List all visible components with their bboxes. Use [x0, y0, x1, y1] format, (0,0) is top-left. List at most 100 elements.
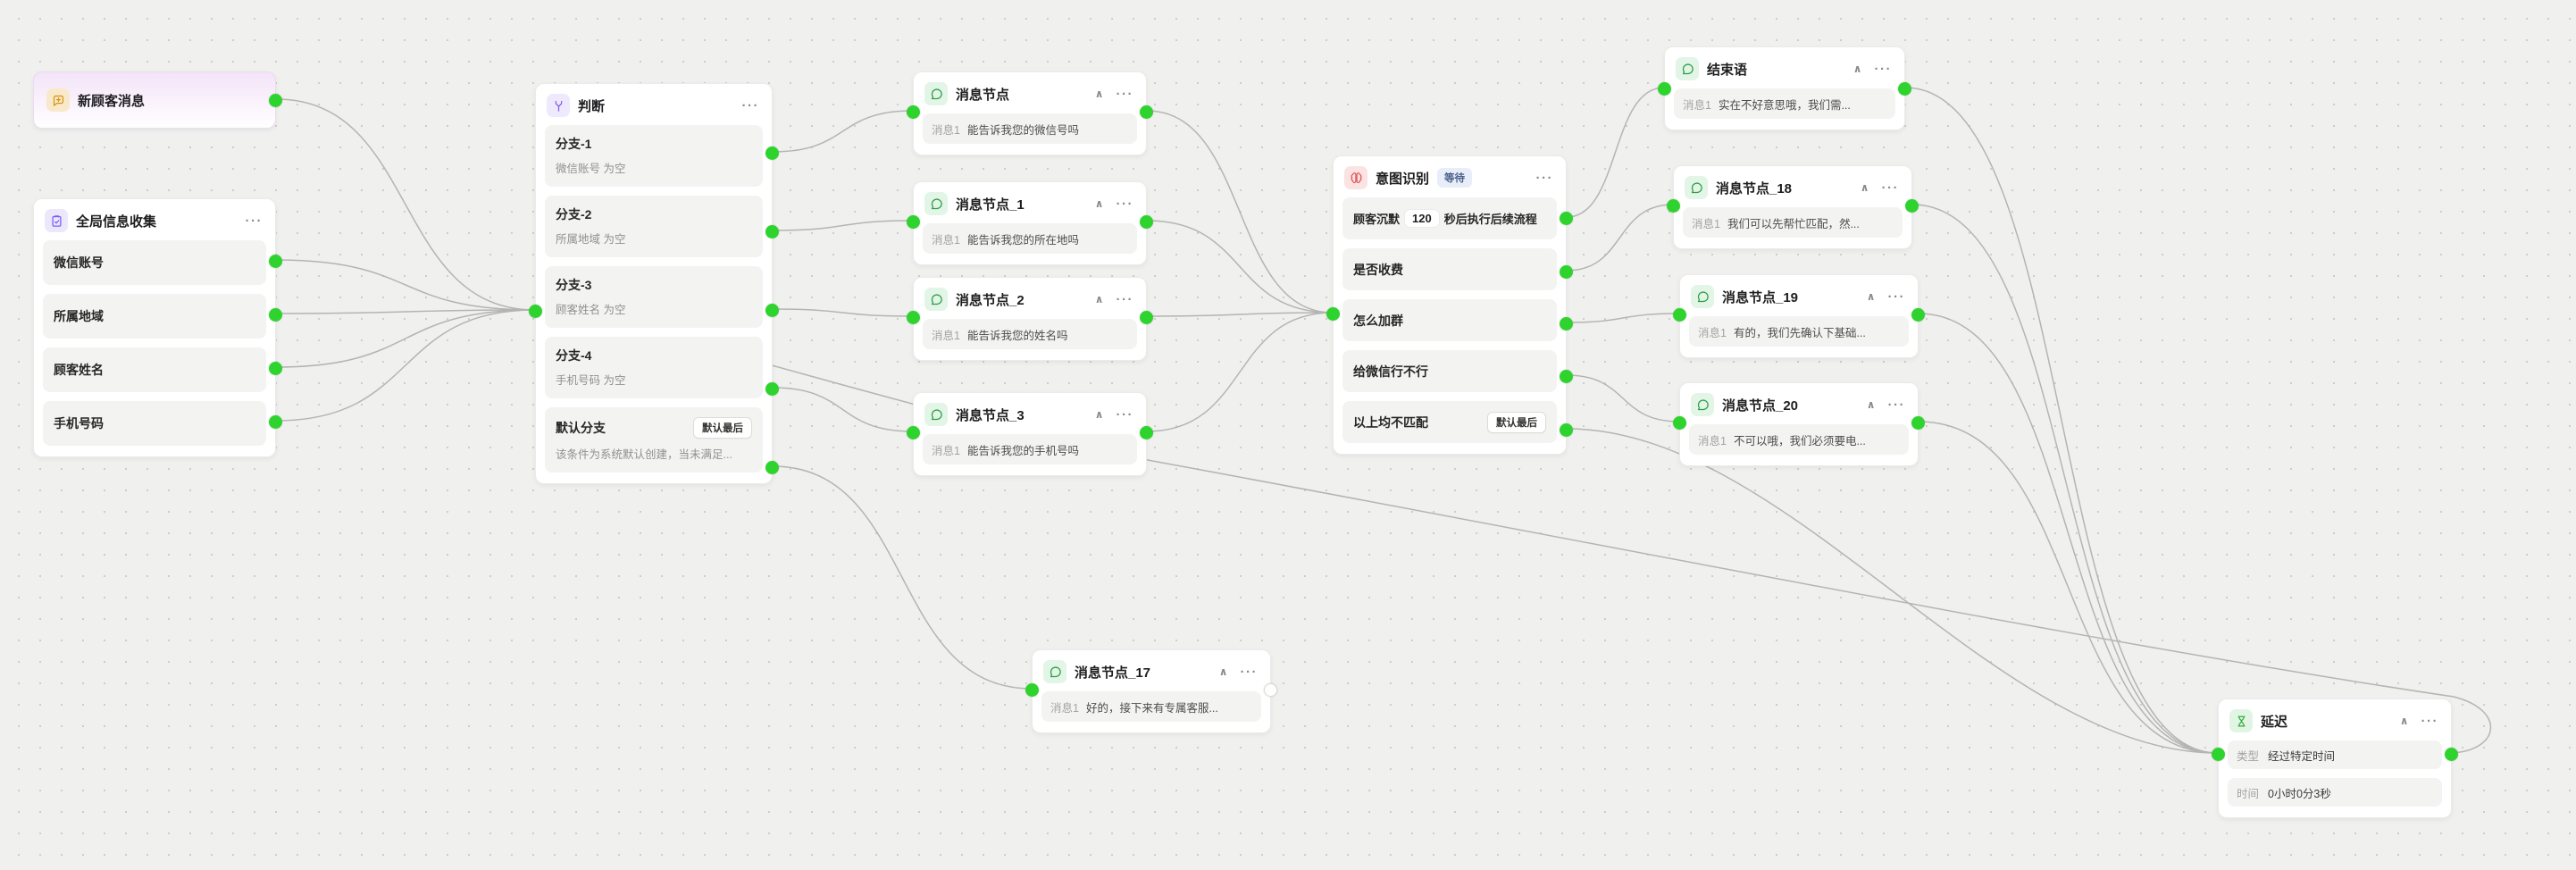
- input-port[interactable]: [2212, 747, 2225, 761]
- branch-output-port[interactable]: [1560, 369, 1573, 383]
- flow-edge[interactable]: [1146, 312, 1334, 432]
- flow-edge[interactable]: [275, 309, 536, 368]
- output-port[interactable]: [1140, 425, 1153, 439]
- more-menu-icon[interactable]: ···: [1116, 291, 1133, 307]
- input-port[interactable]: [529, 304, 542, 318]
- flow-edge[interactable]: [1566, 204, 1674, 272]
- more-menu-icon[interactable]: ···: [1240, 664, 1258, 680]
- branch-output-port[interactable]: [1560, 211, 1573, 225]
- node-row-item[interactable]: 微信账号: [43, 240, 266, 285]
- input-port[interactable]: [1025, 682, 1039, 697]
- flow-edge[interactable]: [275, 309, 536, 422]
- flow-edge[interactable]: [1918, 421, 2219, 754]
- branch-output-port[interactable]: [1560, 316, 1573, 330]
- branch-output-port[interactable]: [1560, 264, 1573, 279]
- flow-edge[interactable]: [534, 309, 2492, 754]
- branch-output-port[interactable]: [765, 224, 779, 238]
- input-port[interactable]: [1658, 81, 1671, 96]
- node-row-branch[interactable]: 默认分支默认最后该条件为系统默认创建，当未满足...: [545, 407, 763, 473]
- flow-edge[interactable]: [772, 110, 914, 153]
- output-port[interactable]: [2445, 747, 2458, 761]
- node-row-item[interactable]: 顾客姓名: [43, 347, 266, 392]
- flow-edge[interactable]: [772, 308, 914, 317]
- input-port[interactable]: [1673, 415, 1686, 430]
- more-menu-icon[interactable]: ···: [1881, 180, 1899, 196]
- flow-node-global_info[interactable]: 全局信息收集···微信账号所属地域顾客姓名手机号码: [33, 198, 282, 457]
- flow-edge[interactable]: [275, 309, 536, 314]
- input-port[interactable]: [907, 105, 920, 119]
- more-menu-icon[interactable]: ···: [741, 97, 759, 113]
- branch-output-port[interactable]: [269, 361, 282, 375]
- more-menu-icon[interactable]: ···: [1887, 397, 1905, 413]
- output-port[interactable]: [269, 93, 282, 107]
- flow-edge[interactable]: [1566, 87, 1665, 218]
- input-port[interactable]: [907, 214, 920, 229]
- flow-edge[interactable]: [1911, 204, 2219, 754]
- more-menu-icon[interactable]: ···: [245, 213, 263, 229]
- node-row-item[interactable]: 怎么加群: [1342, 299, 1557, 341]
- collapse-icon[interactable]: ∧: [1094, 88, 1104, 100]
- output-port[interactable]: [1264, 682, 1277, 697]
- flow-edge[interactable]: [1566, 374, 1680, 422]
- input-port[interactable]: [907, 310, 920, 324]
- more-menu-icon[interactable]: ···: [1116, 406, 1133, 422]
- collapse-icon[interactable]: ∧: [1218, 665, 1228, 678]
- flow-edge[interactable]: [275, 98, 536, 311]
- collapse-icon[interactable]: ∧: [1094, 293, 1104, 305]
- more-menu-icon[interactable]: ···: [1535, 170, 1553, 186]
- collapse-icon[interactable]: ∧: [1094, 197, 1104, 210]
- input-port[interactable]: [1667, 198, 1680, 213]
- flow-edge[interactable]: [1566, 428, 2219, 754]
- more-menu-icon[interactable]: ···: [1887, 289, 1905, 305]
- input-port[interactable]: [1673, 307, 1686, 322]
- node-row-item[interactable]: 是否收费: [1342, 248, 1557, 290]
- more-menu-icon[interactable]: ···: [1116, 196, 1133, 212]
- output-port[interactable]: [1140, 105, 1153, 119]
- collapse-icon[interactable]: ∧: [1853, 63, 1862, 75]
- output-port[interactable]: [1911, 307, 1925, 322]
- more-menu-icon[interactable]: ···: [2421, 713, 2438, 729]
- branch-output-port[interactable]: [765, 460, 779, 474]
- node-row-item[interactable]: 以上均不匹配默认最后: [1342, 401, 1557, 443]
- output-port[interactable]: [1140, 214, 1153, 229]
- output-port[interactable]: [1898, 81, 1911, 96]
- flow-edge[interactable]: [772, 220, 914, 231]
- collapse-icon[interactable]: ∧: [1866, 290, 1876, 303]
- branch-output-port[interactable]: [1560, 422, 1573, 437]
- flow-edge[interactable]: [1918, 313, 2219, 754]
- input-port[interactable]: [907, 425, 920, 439]
- flow-edge[interactable]: [1146, 110, 1334, 314]
- collapse-icon[interactable]: ∧: [1860, 181, 1869, 194]
- flow-edge[interactable]: [772, 387, 914, 432]
- branch-output-port[interactable]: [765, 146, 779, 160]
- node-row-item[interactable]: 手机号码: [43, 401, 266, 446]
- flow-node-new_customer[interactable]: 新顾客消息: [33, 71, 282, 129]
- more-menu-icon[interactable]: ···: [1874, 61, 1892, 77]
- output-port[interactable]: [1911, 415, 1925, 430]
- flow-edge[interactable]: [275, 259, 536, 311]
- branch-output-port[interactable]: [269, 307, 282, 322]
- flow-edge[interactable]: [1146, 312, 1334, 317]
- output-port[interactable]: [1905, 198, 1919, 213]
